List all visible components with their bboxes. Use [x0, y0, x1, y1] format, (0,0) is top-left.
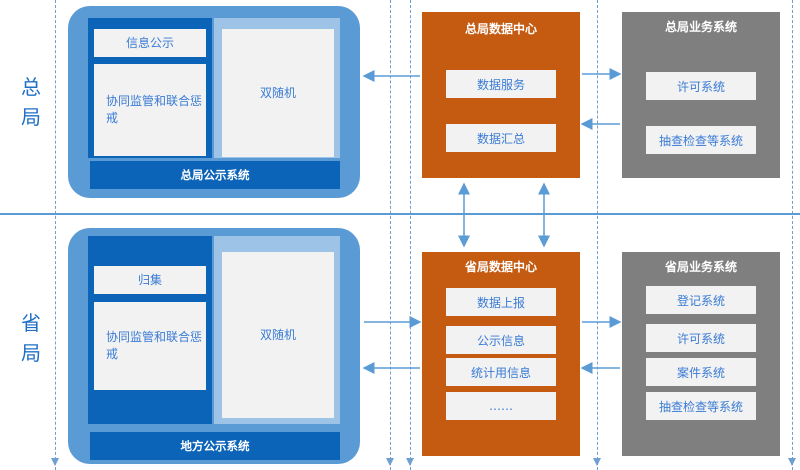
prov-dc-data-report: 数据上报: [446, 288, 556, 316]
prov-business-title: 省局业务系统: [664, 260, 737, 274]
tier-divider: [0, 213, 800, 215]
guide-line: [792, 0, 793, 470]
guide-arrowhead: [406, 458, 414, 466]
prov-biz-registration-system: 登记系统: [646, 286, 756, 314]
prov-dc-more: ……: [446, 392, 556, 420]
hq-dc-data-summary: 数据汇总: [446, 124, 556, 152]
prov-system-title: 地方公示系统: [90, 432, 340, 460]
prov-data-center-title: 省局数据中心: [464, 260, 537, 274]
guide-line: [597, 0, 598, 470]
hq-business-systems: 总局业务系统 许可系统 抽查检查等系统: [622, 12, 780, 178]
prov-dc-statistics-info: 统计用信息: [446, 358, 556, 386]
hq-system-title: 总局公示系统: [90, 161, 340, 189]
prov-data-center: 省局数据中心 数据上报 公示信息 统计用信息 ……: [422, 252, 580, 456]
prov-cell-collection: 归集: [94, 266, 206, 294]
tier-label-char: 省: [21, 311, 41, 335]
guide-arrowhead: [386, 458, 394, 466]
tier-label-char: 总: [21, 75, 41, 99]
guide-line: [410, 0, 411, 470]
tier-label-char: 局: [21, 105, 41, 129]
prov-biz-license-system: 许可系统: [646, 324, 756, 352]
prov-public-system: 归集 协同监管和联合惩戒 双随机 地方公示系统: [68, 228, 360, 464]
hq-data-center-title: 总局数据中心: [464, 22, 537, 36]
hq-biz-license-system: 许可系统: [646, 72, 756, 100]
guide-arrowhead: [788, 458, 796, 466]
hq-data-center: 总局数据中心 数据服务 数据汇总: [422, 12, 580, 178]
hq-cell-double-random: 双随机: [222, 29, 334, 157]
hq-dc-data-service: 数据服务: [446, 70, 556, 98]
prov-business-systems: 省局业务系统 登记系统 许可系统 案件系统 抽查检查等系统: [622, 252, 780, 456]
prov-biz-inspection-system: 抽查检查等系统: [646, 392, 756, 420]
guide-arrowhead: [593, 458, 601, 466]
tier-label-province: 省 局: [18, 308, 44, 368]
prov-biz-case-system: 案件系统: [646, 358, 756, 386]
hq-cell-joint-supervision: 协同监管和联合惩戒: [94, 64, 206, 156]
guide-line: [390, 0, 391, 470]
prov-cell-double-random: 双随机: [222, 252, 334, 418]
hq-public-system: 信息公示 协同监管和联合惩戒 双随机 总局公示系统: [68, 6, 360, 198]
tier-label-char: 局: [21, 341, 41, 365]
prov-dc-public-info: 公示信息: [446, 326, 556, 354]
hq-biz-inspection-system: 抽查检查等系统: [646, 126, 756, 154]
tier-label-hq: 总 局: [18, 72, 44, 132]
hq-business-title: 总局业务系统: [664, 20, 737, 34]
prov-cell-joint-supervision: 协同监管和联合惩戒: [94, 302, 206, 390]
guide-line: [55, 0, 56, 470]
hq-cell-info-publicity: 信息公示: [94, 29, 206, 57]
guide-arrowhead: [51, 458, 59, 466]
